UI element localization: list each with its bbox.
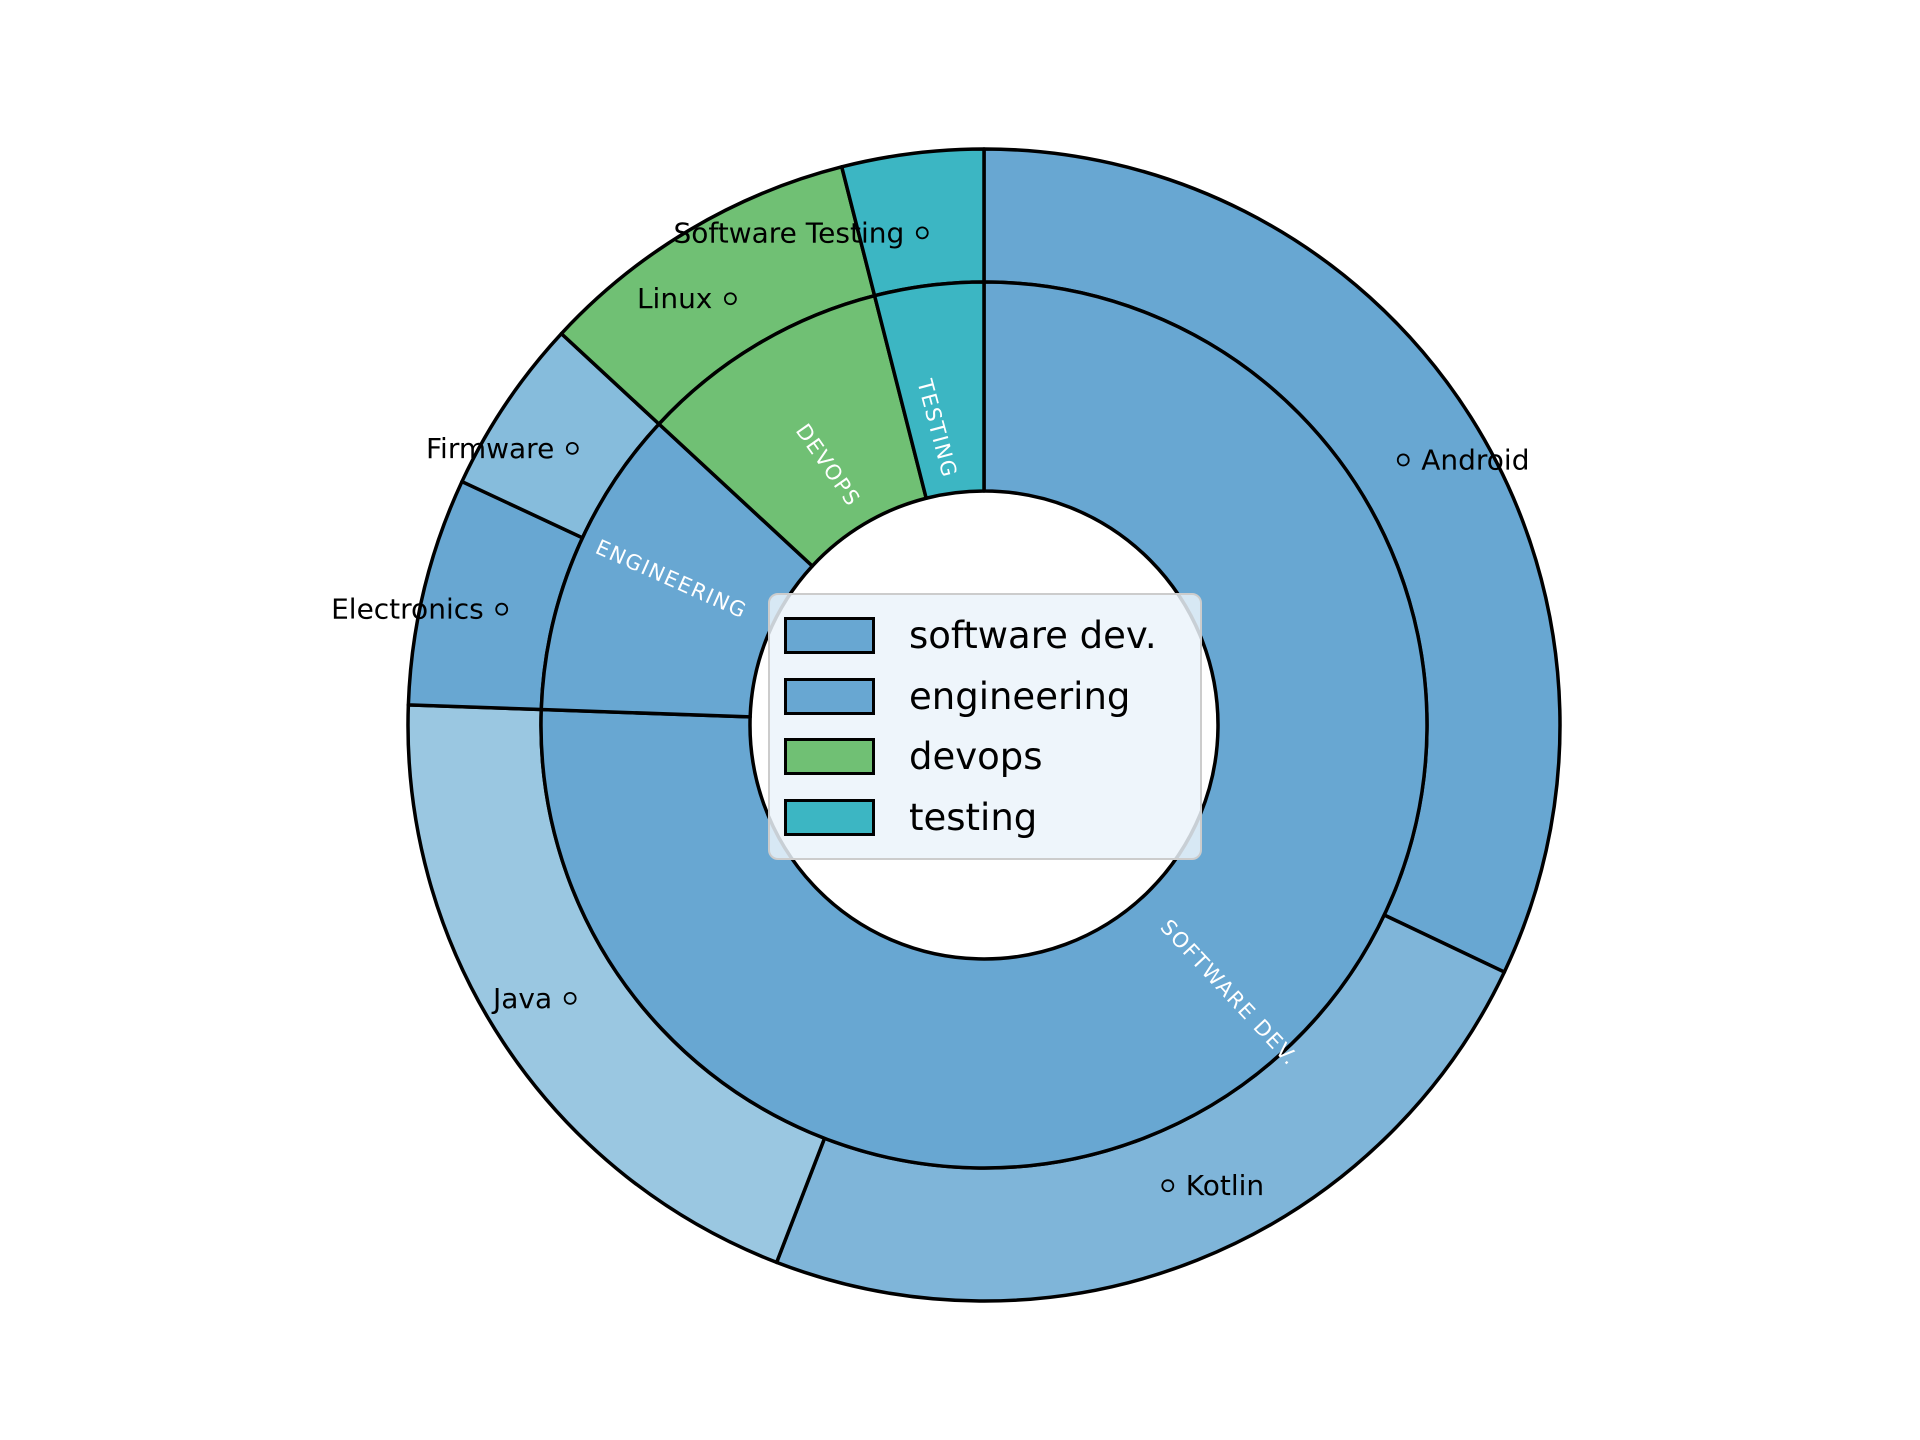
legend-swatch-testing xyxy=(784,799,875,837)
label-java: Java xyxy=(491,982,577,1015)
inner-wedge-software-dev xyxy=(539,280,1429,1170)
legend-label-engineering: engineering xyxy=(909,674,1131,718)
legend-swatch-software-dev xyxy=(784,616,875,654)
legend-swatch-engineering xyxy=(784,677,875,715)
label-text-java: Java xyxy=(491,982,552,1015)
label-electronics: Electronics xyxy=(331,593,509,626)
legend-item-testing: testing xyxy=(784,796,1186,840)
point-marker-firmware xyxy=(565,441,579,455)
legend-item-engineering: engineering xyxy=(784,674,1186,718)
label-software-testing: Software Testing xyxy=(673,216,929,249)
point-marker-java xyxy=(563,991,577,1005)
label-text-firmware: Firmware xyxy=(426,432,554,465)
legend-label-software-dev: software dev. xyxy=(909,613,1157,657)
point-marker-software-testing xyxy=(915,226,929,240)
label-android: Android xyxy=(1396,443,1530,476)
point-marker-linux xyxy=(723,292,737,306)
label-firmware: Firmware xyxy=(426,432,579,465)
legend-item-devops: devops xyxy=(784,735,1186,779)
point-marker-android xyxy=(1396,453,1410,467)
label-text-linux: Linux xyxy=(637,282,712,315)
legend-label-devops: devops xyxy=(909,735,1043,779)
label-kotlin: Kotlin xyxy=(1161,1169,1264,1202)
legend-label-testing: testing xyxy=(909,796,1038,840)
legend-swatch-devops xyxy=(784,738,875,776)
label-text-software-testing: Software Testing xyxy=(673,216,904,249)
inner-wedge-testing xyxy=(872,280,986,500)
legend-item-software-dev: software dev. xyxy=(784,613,1186,657)
label-linux: Linux xyxy=(637,282,737,315)
point-marker-electronics xyxy=(495,602,509,616)
point-marker-kotlin xyxy=(1161,1179,1175,1193)
label-text-android: Android xyxy=(1421,443,1529,476)
label-text-kotlin: Kotlin xyxy=(1186,1169,1264,1202)
label-text-electronics: Electronics xyxy=(331,593,484,626)
legend: software dev. engineering devops testing xyxy=(768,593,1202,860)
inner-ring xyxy=(539,280,1429,1170)
outer-ring xyxy=(406,147,1562,1303)
